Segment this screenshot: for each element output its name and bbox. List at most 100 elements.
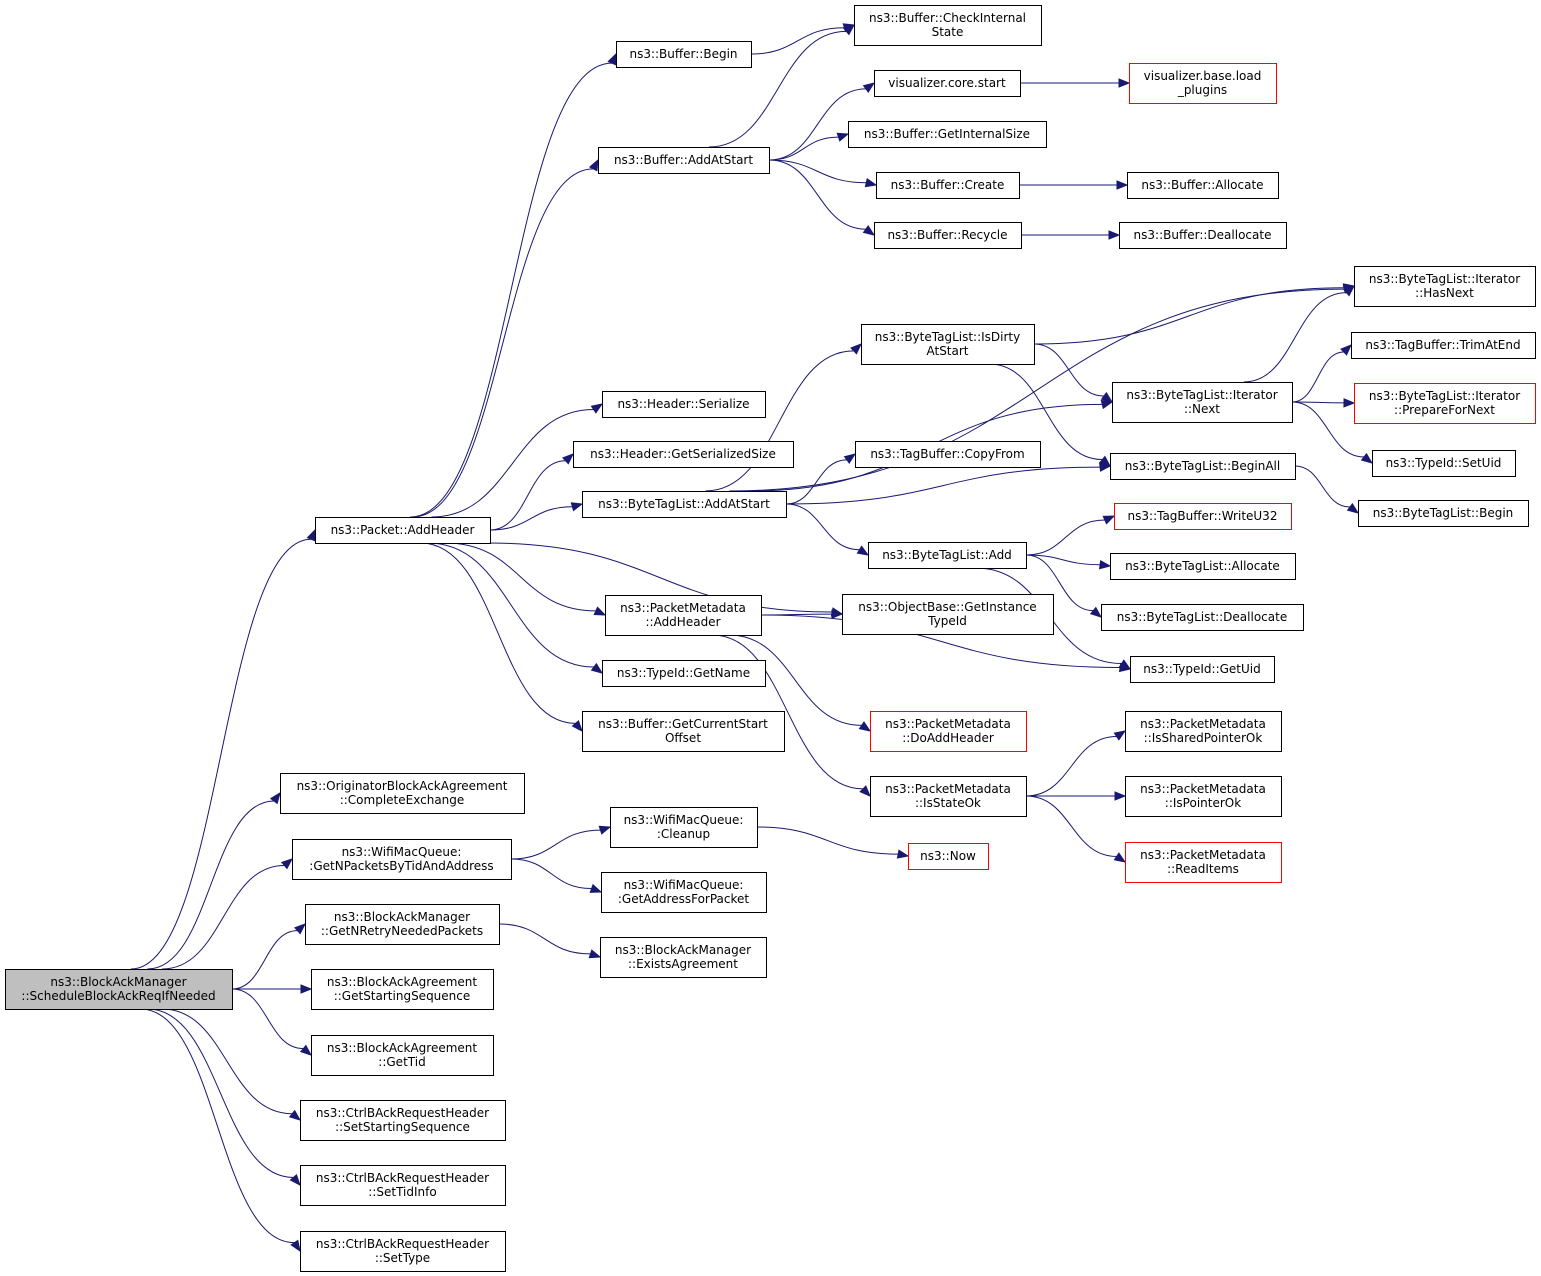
- edge-line: [750, 27, 845, 55]
- node-box: [573, 441, 794, 468]
- node-box: [582, 491, 787, 518]
- node-set-starting-seq[interactable]: ns3::CtrlBAckRequestHeader::SetStartingS…: [300, 1100, 506, 1141]
- edge-line: [510, 858, 592, 890]
- node-wifimacqueue-cleanup[interactable]: ns3::WifiMacQueue::Cleanup: [610, 807, 758, 848]
- node-set-tid-info[interactable]: ns3::CtrlBAckRequestHeader::SetTidInfo: [300, 1165, 506, 1206]
- node-box: [1358, 500, 1529, 527]
- node-typeid-getname[interactable]: ns3::TypeId::GetName: [602, 660, 766, 687]
- node-tagbuffer-writeu32[interactable]: ns3::TagBuffer::WriteU32: [1114, 503, 1292, 530]
- node-label-line: ::Next: [1184, 402, 1220, 416]
- node-wifimacqueue-getaddressforpacket[interactable]: ns3::WifiMacQueue::GetAddressForPacket: [601, 872, 767, 913]
- node-label-line: ns3::ByteTagList::Allocate: [1125, 559, 1280, 573]
- node-iterator-next[interactable]: ns3::ByteTagList::Iterator::Next: [1112, 382, 1293, 423]
- node-packetmetadata-addheader[interactable]: ns3::PacketMetadata::AddHeader: [605, 595, 762, 636]
- edge-packet_addheader-to-packetmetadata_addheader: [445, 542, 607, 616]
- node-visualizer-base-load-plugins[interactable]: visualizer.base.load_plugins: [1129, 63, 1277, 104]
- node-bytetaglist-add[interactable]: ns3::ByteTagList::Add: [868, 542, 1027, 569]
- node-label-line: ::IsPointerOk: [1165, 796, 1241, 810]
- node-label-line: ns3::Now: [920, 849, 976, 863]
- node-label-line: State: [932, 25, 964, 39]
- node-label-line: ::CompleteExchange: [340, 793, 465, 807]
- node-get-starting-seq[interactable]: ns3::BlockAckAgreement::GetStartingSeque…: [311, 969, 494, 1010]
- node-label-line: ::IsStateOk: [915, 796, 981, 810]
- node-header-getserializedsize[interactable]: ns3::Header::GetSerializedSize: [573, 441, 794, 468]
- edge-bytetaglist_addatstart-to-bytetaglist_add: [785, 503, 870, 556]
- node-typeid-getuid[interactable]: ns3::TypeId::GetUid: [1130, 656, 1275, 683]
- node-box: [598, 147, 770, 174]
- node-set-type[interactable]: ns3::CtrlBAckRequestHeader::SetType: [300, 1231, 506, 1272]
- node-iterator-preparefornext[interactable]: ns3::ByteTagList::Iterator::PrepareForNe…: [1354, 383, 1536, 424]
- edge-arrowhead: [1340, 344, 1352, 356]
- node-bytetaglist-begin[interactable]: ns3::ByteTagList::Begin: [1358, 500, 1529, 527]
- node-header-serialize[interactable]: ns3::Header::Serialize: [602, 391, 766, 418]
- node-root[interactable]: ns3::BlockAckManager::ScheduleBlockAckRe…: [5, 969, 233, 1010]
- node-bytetaglist-beginall[interactable]: ns3::ByteTagList::BeginAll: [1110, 453, 1296, 480]
- node-bytetaglist-allocate[interactable]: ns3::ByteTagList::Allocate: [1110, 553, 1296, 580]
- node-label-line: ns3::ByteTagList::Iterator: [1369, 272, 1520, 286]
- node-buffer-deallocate[interactable]: ns3::Buffer::Deallocate: [1119, 222, 1287, 249]
- node-buffer-allocate[interactable]: ns3::Buffer::Allocate: [1127, 172, 1279, 199]
- node-packetmetadata-readitems[interactable]: ns3::PacketMetadata::ReadItems: [1125, 842, 1282, 883]
- edge-get_npackets-to-wifimacqueue_getaddressforpacket: [510, 858, 603, 893]
- node-typeid-setuid[interactable]: ns3::TypeId::SetUid: [1372, 450, 1516, 477]
- node-box: [1372, 450, 1516, 477]
- nodes-layer: ns3::BlockAckManager::ScheduleBlockAckRe…: [5, 5, 1536, 1272]
- node-box: [1351, 332, 1536, 359]
- node-ns3-now[interactable]: ns3::Now: [908, 843, 989, 870]
- node-label-line: Offset: [665, 731, 701, 745]
- node-buffer-begin[interactable]: ns3::Buffer::Begin: [616, 41, 752, 68]
- edge-packet_addheader-to-buffer_addatstart: [412, 158, 599, 518]
- edge-arrowhead: [842, 24, 856, 36]
- node-packet-addheader[interactable]: ns3::Packet::AddHeader: [315, 517, 491, 544]
- edge-arrowhead: [571, 719, 583, 733]
- edge-line: [768, 159, 866, 230]
- node-packetmetadata-isstateok[interactable]: ns3::PacketMetadata::IsStateOk: [870, 776, 1027, 817]
- node-label-line: ns3::ByteTagList::Iterator: [1126, 388, 1277, 402]
- node-label-line: ::SetTidInfo: [368, 1185, 436, 1199]
- node-packetmetadata-issharedpointerok[interactable]: ns3::PacketMetadata::IsSharedPointerOk: [1125, 711, 1282, 752]
- node-iterator-hasnext[interactable]: ns3::ByteTagList::Iterator::HasNext: [1354, 266, 1536, 307]
- node-get-tid[interactable]: ns3::BlockAckAgreement::GetTid: [311, 1035, 494, 1076]
- node-tagbuffer-copyfrom[interactable]: ns3::TagBuffer::CopyFrom: [855, 441, 1041, 468]
- edge-buffer_addatstart-to-buffer_getinternalsize: [768, 132, 850, 161]
- node-label-line: :GetNPacketsByTidAndAddress: [309, 859, 493, 873]
- node-label-line: ::ReadItems: [1167, 862, 1239, 876]
- node-label-line: ns3::ByteTagList::Begin: [1373, 506, 1514, 520]
- node-get-npackets[interactable]: ns3::WifiMacQueue::GetNPacketsByTidAndAd…: [292, 839, 512, 880]
- node-buffer-addatstart[interactable]: ns3::Buffer::AddAtStart: [598, 147, 770, 174]
- node-buffer-getinternalsize[interactable]: ns3::Buffer::GetInternalSize: [848, 121, 1047, 148]
- edge-arrowhead: [598, 825, 612, 835]
- node-packetmetadata-doaddheader[interactable]: ns3::PacketMetadata::DoAddHeader: [870, 711, 1027, 752]
- edge-line: [785, 466, 1101, 505]
- edge-get_npackets-to-wifimacqueue_cleanup: [510, 825, 612, 860]
- edge-line: [231, 930, 298, 990]
- node-bytetaglist-addatstart[interactable]: ns3::ByteTagList::AddAtStart: [582, 491, 787, 518]
- node-complete-exchange[interactable]: ns3::OriginatorBlockAckAgreement::Comple…: [280, 773, 525, 814]
- node-tagbuffer-trimatend[interactable]: ns3::TagBuffer::TrimAtEnd: [1351, 332, 1536, 359]
- edge-buffer_addatstart-to-visualizer_core_start: [768, 82, 876, 161]
- node-label-line: ns3::Buffer::Allocate: [1141, 178, 1263, 192]
- node-buffer-recycle[interactable]: ns3::Buffer::Recycle: [874, 222, 1022, 249]
- node-box: [1354, 383, 1536, 424]
- edge-arrowhead: [607, 52, 617, 66]
- node-packetmetadata-ispointerok[interactable]: ns3::PacketMetadata::IsPointerOk: [1125, 776, 1282, 817]
- node-visualizer-core-start[interactable]: visualizer.core.start: [874, 70, 1021, 97]
- edge-arrowhead: [1113, 852, 1127, 863]
- edge-bytetaglist_beginall-to-bytetaglist_begin: [1294, 465, 1360, 514]
- node-label-line: ns3::Header::GetSerializedSize: [590, 447, 776, 461]
- edge-line: [147, 800, 274, 970]
- node-label-line: ns3::PacketMetadata: [1140, 782, 1266, 796]
- node-blockackmanager-existsagreement[interactable]: ns3::BlockAckManager::ExistsAgreement: [600, 937, 767, 978]
- edge-arrowhead: [1360, 452, 1374, 464]
- edge-buffer_recycle-to-buffer_deallocate: [1021, 230, 1121, 240]
- node-label-line: ns3::BlockAckAgreement: [327, 1041, 478, 1055]
- node-get-nretry[interactable]: ns3::BlockAckManager::GetNRetryNeededPac…: [305, 904, 500, 945]
- edge-packetmetadata_isstateok-to-packetmetadata_ispointerok: [1026, 791, 1127, 801]
- node-buffer-create[interactable]: ns3::Buffer::Create: [876, 172, 1020, 199]
- node-label-line: ::SetStartingSequence: [335, 1120, 470, 1134]
- node-bytetaglist-deallocate[interactable]: ns3::ByteTagList::Deallocate: [1101, 604, 1304, 631]
